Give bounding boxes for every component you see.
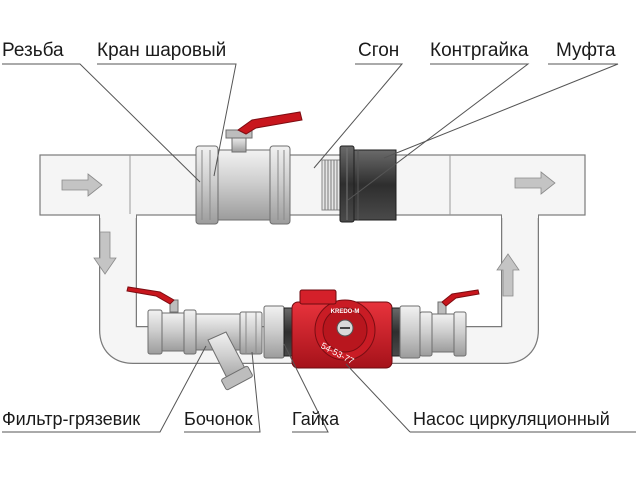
label-thread: Резьба (2, 40, 64, 61)
label-locknut: Контргайка (430, 40, 529, 61)
label-pump: Насос циркуляционный (413, 409, 610, 429)
arrow-up-icon (496, 253, 520, 297)
label-filter: Фильтр-грязевик (2, 409, 141, 429)
union-nut-left (263, 305, 293, 359)
locknut (339, 145, 355, 223)
arrow-right-in-icon (61, 173, 103, 197)
nipple-thread (321, 159, 343, 211)
main-pipe (39, 154, 586, 216)
valve-handle-main (237, 111, 303, 135)
label-ball-valve: Кран шаровый (97, 40, 227, 61)
barrel-nipple (239, 311, 263, 355)
ball-valve-bypass-left (126, 286, 197, 355)
valve-handle-right (441, 289, 480, 307)
flow-arrows (61, 171, 556, 297)
arrow-down-icon (93, 231, 117, 275)
valve-handle-left (126, 286, 175, 305)
ball-valve-bypass-right (419, 289, 480, 357)
label-nut: Гайка (292, 409, 340, 429)
label-nipple: Сгон (358, 40, 400, 61)
label-barrel: Бочонок (184, 409, 253, 429)
strainer-filter (195, 313, 253, 391)
circulation-pump: KREDO-M 54-53-77 (291, 289, 393, 369)
pump-brand: KREDO-M (331, 309, 360, 315)
union-nut-right (391, 305, 421, 359)
arrow-right-out-icon (514, 171, 556, 195)
label-coupling: Муфта (556, 40, 616, 61)
ball-valve-main (195, 111, 303, 225)
coupling (353, 149, 397, 221)
leader-lines (2, 63, 636, 433)
